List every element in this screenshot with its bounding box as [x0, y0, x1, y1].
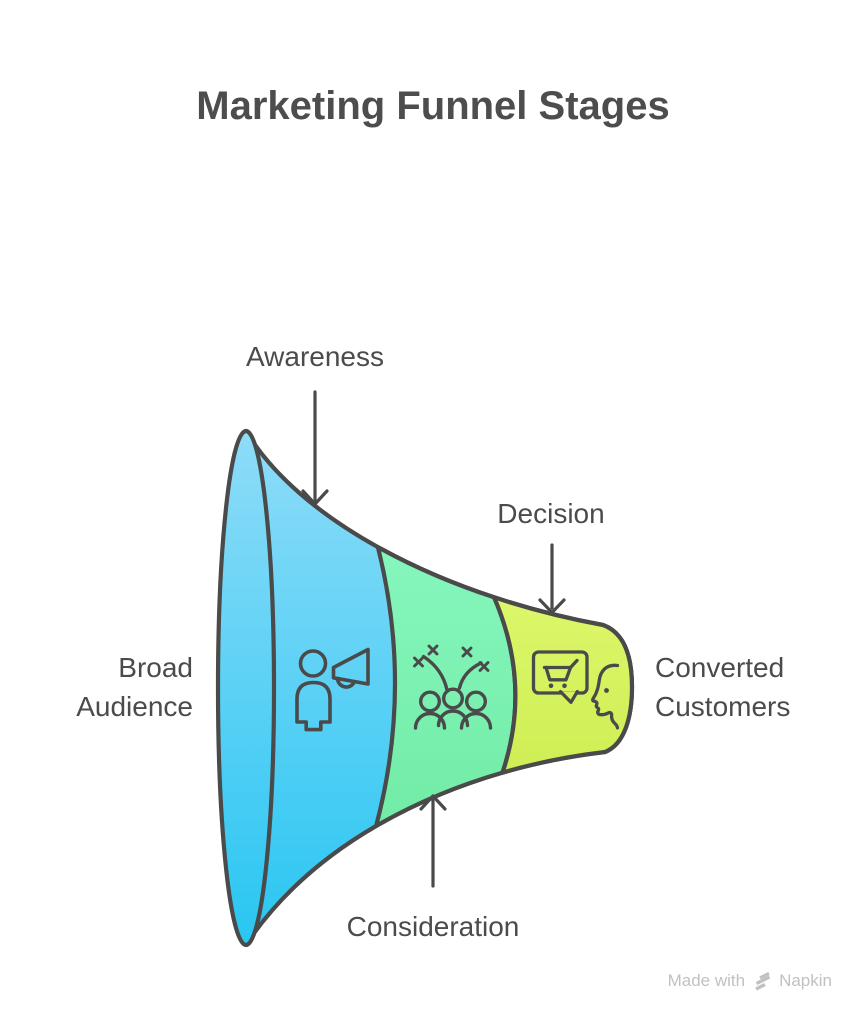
stage-label-awareness: Awareness	[245, 341, 385, 372]
stage-label-consideration: Consideration	[346, 911, 520, 942]
group-head-right	[465, 690, 488, 713]
decision-arrow-head	[538, 598, 566, 615]
funnel-input-label: Broad Audience	[76, 652, 193, 722]
cart-basket	[544, 665, 573, 682]
sparkle-x-marks	[413, 644, 490, 672]
person-megaphone-icon	[295, 647, 370, 732]
page-title: Marketing Funnel Stages	[196, 84, 670, 128]
megaphone-mouthpiece	[335, 676, 356, 689]
funnel-bell-ellipse	[215, 428, 277, 948]
face-profile	[591, 663, 620, 730]
watermark: Made with Napkin	[668, 970, 832, 992]
spark-arc-right	[457, 661, 483, 690]
group-head-left	[419, 690, 442, 713]
group-shoulders	[413, 709, 493, 730]
purchase-chat-icon	[531, 650, 620, 730]
group-head-center	[442, 687, 465, 710]
face-eye	[604, 688, 609, 693]
napkin-logo-icon	[755, 971, 771, 991]
speech-bubble-tail	[558, 689, 579, 704]
awareness-arrow	[301, 390, 329, 506]
person-head	[298, 649, 328, 678]
funnel-drawing	[215, 390, 635, 948]
cart-wheel-left	[548, 683, 554, 689]
stage-label-decision: Decision	[497, 498, 605, 529]
consideration-arrow	[419, 794, 447, 888]
consideration-arrow-head	[419, 794, 447, 811]
awareness-arrow-head	[301, 489, 329, 506]
decision-arrow	[538, 543, 566, 615]
watermark-brand: Napkin	[779, 971, 832, 990]
cart-wheel-right	[562, 683, 567, 689]
watermark-prefix: Made with	[667, 971, 746, 990]
audience-group-icon	[413, 644, 493, 730]
person-torso	[295, 680, 332, 732]
funnel-output-label: Converted Customers	[655, 652, 791, 722]
spark-arc-left	[421, 654, 449, 692]
megaphone-cone	[331, 647, 370, 686]
